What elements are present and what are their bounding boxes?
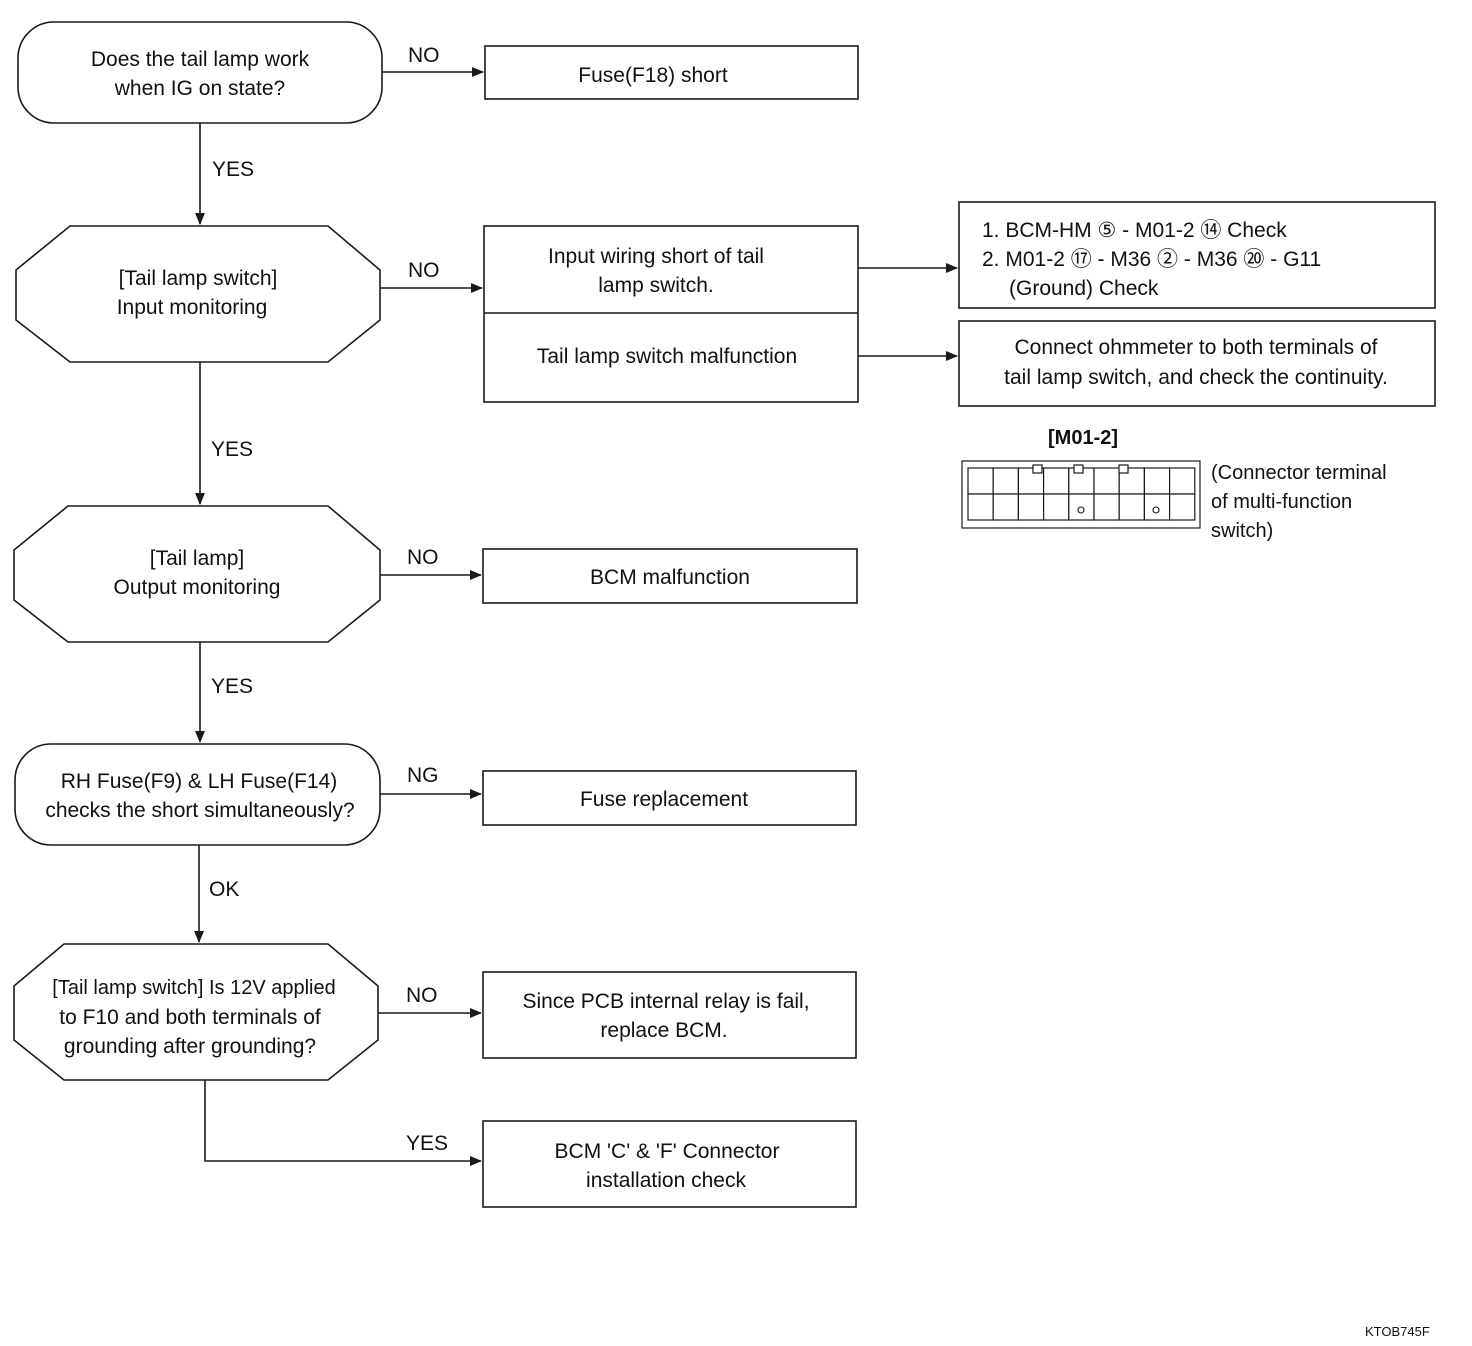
check-ohmmeter-procedure: Connect ohmmeter to both terminals of ta…: [958, 320, 1436, 407]
result-switch-malfunction: Tail lamp switch malfunction: [537, 345, 797, 368]
result-input-wiring-line2: lamp switch.: [598, 274, 714, 297]
result-text-line2: replace BCM.: [600, 1019, 727, 1042]
result-text: Fuse replacement: [580, 788, 748, 811]
edge-label-no-3: NO: [407, 546, 439, 569]
result-input-wiring-line1: Input wiring short of tail: [548, 245, 764, 268]
check-text-line2: tail lamp switch, and check the continui…: [1004, 366, 1388, 389]
connector-terminal-cell: [1168, 467, 1196, 495]
result-text: Fuse(F18) short: [578, 64, 728, 87]
result-text-line1: BCM 'C' & 'F' Connector: [555, 1140, 780, 1163]
connector-caption-line2: of multi-function: [1211, 491, 1352, 513]
decision-text-line1: [Tail lamp]: [150, 547, 245, 570]
check-text-line2: 2. M01-2 ⑰ - M36 ② - M36 ⑳ - G11: [982, 248, 1321, 271]
decision-ig-on-tail-lamp: Does the tail lamp work when IG on state…: [17, 21, 383, 124]
decision-text-line3: grounding after grounding?: [64, 1035, 316, 1058]
figure-code: KTOB745F: [1365, 1324, 1430, 1339]
connector-terminal-cell: [1143, 467, 1171, 495]
connector-terminal-cell: [967, 467, 994, 495]
connector-caption-line1: (Connector terminal: [1211, 462, 1387, 484]
decision-fuse-short-check: RH Fuse(F9) & LH Fuse(F14) checks the sh…: [14, 743, 381, 846]
connector-pin-marker: [1152, 506, 1160, 514]
edge-label-yes-3: YES: [211, 675, 253, 698]
result-input-wiring-group: Input wiring short of tail lamp switch. …: [483, 225, 859, 403]
decision-text-line1: Does the tail lamp work: [91, 48, 310, 71]
connector-terminal-cell: [1093, 493, 1120, 521]
arrow-yes-5: [204, 1080, 482, 1166]
edge-label-yes-2: YES: [211, 438, 253, 461]
edge-label-no-1: NO: [408, 44, 440, 67]
result-connector-installation-check: BCM 'C' & 'F' Connector installation che…: [482, 1120, 857, 1208]
edge-label-yes-5: YES: [406, 1132, 448, 1155]
connector-terminal-cell: [967, 493, 994, 521]
edge-label-yes-1: YES: [212, 158, 254, 181]
connector-pin-marker: [1077, 506, 1085, 514]
connector-key-tab: [1073, 464, 1084, 474]
connector-caption-line3: switch): [1211, 520, 1273, 542]
check-text-line3: (Ground) Check: [1009, 277, 1159, 300]
connector-key-tab: [1032, 464, 1043, 474]
connector-terminal-cell: [1093, 467, 1120, 495]
result-text-line2: installation check: [586, 1169, 746, 1192]
decision-text-line1: [Tail lamp switch]: [119, 267, 278, 290]
decision-text-line1: [Tail lamp switch] Is 12V applied: [52, 977, 335, 999]
decision-text-line2: Output monitoring: [114, 576, 281, 599]
result-replace-bcm: Since PCB internal relay is fail, replac…: [482, 971, 857, 1059]
check-text-line1: Connect ohmmeter to both terminals of: [1014, 336, 1377, 359]
result-text-line1: Since PCB internal relay is fail,: [522, 990, 809, 1013]
decision-text-line2: Input monitoring: [117, 296, 268, 319]
edge-label-ng-4: NG: [407, 764, 439, 787]
decision-text-line2: to F10 and both terminals of: [59, 1006, 321, 1029]
edge-label-no-5: NO: [406, 984, 438, 1007]
connector-terminal-cell: [1168, 493, 1196, 521]
check-text-line1: 1. BCM-HM ⑤ - M01-2 ⑭ Check: [982, 219, 1287, 242]
connector-terminal-cell: [992, 493, 1020, 521]
connector-terminal-cell: [992, 467, 1020, 495]
result-fuse-replacement: Fuse replacement: [482, 770, 857, 826]
decision-text-line2: checks the short simultaneously?: [45, 799, 354, 822]
connector-terminal-cell: [1042, 467, 1070, 495]
connector-terminal-cell: [1118, 493, 1145, 521]
decision-text-line2: when IG on state?: [114, 77, 285, 100]
connector-m01-2: [M01-2] (Connector terminal of multi-fun…: [961, 427, 1387, 542]
connector-terminal-cell: [1017, 493, 1045, 521]
edge-label-ok-4: OK: [209, 878, 239, 901]
connector-key-tab: [1118, 464, 1129, 474]
connector-label: [M01-2]: [1048, 427, 1118, 449]
decision-12v-applied-check: [Tail lamp switch] Is 12V applied to F10…: [13, 943, 379, 1081]
decision-tail-lamp-output: [Tail lamp] Output monitoring: [13, 505, 381, 643]
edge-label-no-2: NO: [408, 259, 440, 282]
result-fuse-f18-short: Fuse(F18) short: [484, 45, 859, 100]
connector-grid: [967, 464, 1196, 521]
connector-terminal-cell: [1042, 493, 1070, 521]
decision-tail-lamp-switch-input: [Tail lamp switch] Input monitoring: [15, 225, 381, 363]
decision-text-line1: RH Fuse(F9) & LH Fuse(F14): [61, 770, 338, 793]
result-bcm-malfunction: BCM malfunction: [482, 548, 858, 604]
result-text: BCM malfunction: [590, 566, 750, 589]
check-wiring-procedure: 1. BCM-HM ⑤ - M01-2 ⑭ Check 2. M01-2 ⑰ -…: [958, 201, 1436, 309]
